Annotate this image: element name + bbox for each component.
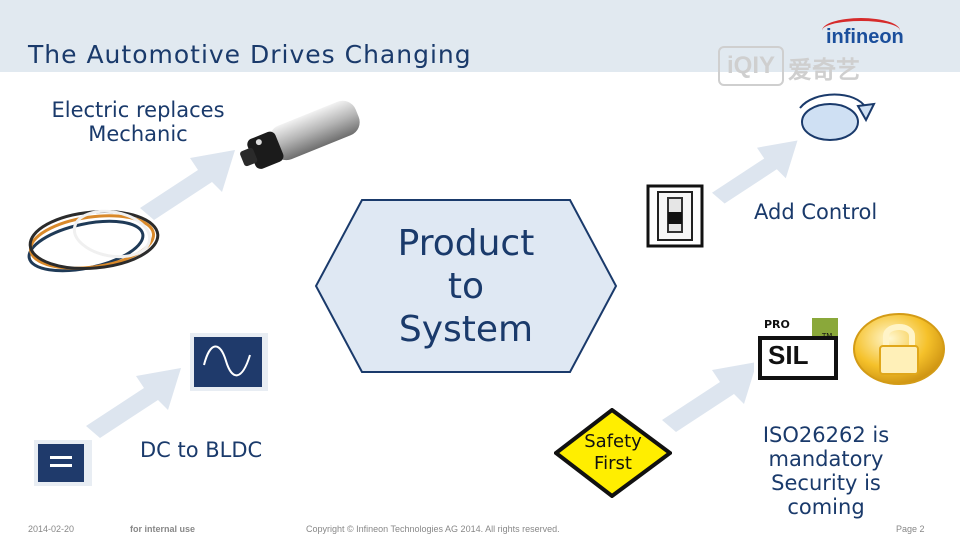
- hexagon-text: Product to System: [314, 222, 618, 351]
- hexagon-line3: System: [398, 309, 534, 350]
- product-system-hexagon: [314, 199, 618, 373]
- sil-badge-tm: TM: [822, 332, 833, 340]
- iso-label-line3: Security is: [771, 471, 881, 495]
- slide-title: The Automotive Drives Changing: [28, 40, 472, 69]
- lock-icon: [853, 313, 945, 385]
- equals-icon: [34, 440, 92, 486]
- switch-icon: [646, 184, 704, 248]
- arrow-top-right: [712, 140, 798, 204]
- sil-badge-top: PRO: [764, 318, 790, 331]
- sine-wave-icon: [190, 333, 268, 391]
- watermark-text: 爱奇艺: [788, 56, 860, 84]
- belts-icon: [27, 209, 160, 273]
- sil-badge-icon: [754, 316, 844, 382]
- rotation-icon: [799, 93, 876, 141]
- arrow-top-left: [140, 150, 235, 220]
- iso-label-line1: ISO26262 is: [762, 423, 890, 447]
- hexagon-line1: Product: [397, 223, 535, 264]
- infineon-logo: infineon: [812, 18, 912, 58]
- watermark-box: iQIY: [718, 46, 784, 86]
- electric-label-line1: Electric replaces: [51, 98, 225, 122]
- logo-text: infineon: [826, 26, 904, 48]
- dc-bldc-label: DC to BLDC: [140, 438, 263, 462]
- fuel-pump-icon: [240, 100, 360, 169]
- footer-page: Page 2: [896, 524, 925, 534]
- iso-label-line4: coming: [787, 495, 865, 519]
- hexagon-line2: to: [447, 266, 485, 307]
- iso-label-line2: mandatory: [768, 447, 884, 471]
- safety-sign-text: Safety First: [554, 431, 672, 475]
- arrow-bottom-left: [86, 368, 181, 438]
- electric-label-line2: Mechanic: [88, 122, 188, 146]
- electric-label: Electric replaces Mechanic: [26, 98, 250, 146]
- footer-date: 2014-02-20: [28, 524, 75, 534]
- arrow-bottom-right: [662, 362, 757, 432]
- add-control-label: Add Control: [754, 200, 878, 224]
- sil-badge-main: SIL: [768, 340, 809, 370]
- slide-header: [0, 0, 960, 72]
- logo-arc: [822, 18, 900, 43]
- footer-usage: for internal use: [130, 524, 196, 534]
- footer-copyright: Copyright © Infineon Technologies AG 201…: [306, 524, 560, 534]
- watermark: iQIY 爱奇艺: [718, 46, 883, 86]
- safety-sign-line1: Safety: [584, 431, 642, 452]
- safety-sign-line2: First: [594, 453, 632, 474]
- safety-sign-icon: [554, 408, 672, 498]
- iso-label: ISO26262 is mandatory Security is coming: [736, 423, 916, 519]
